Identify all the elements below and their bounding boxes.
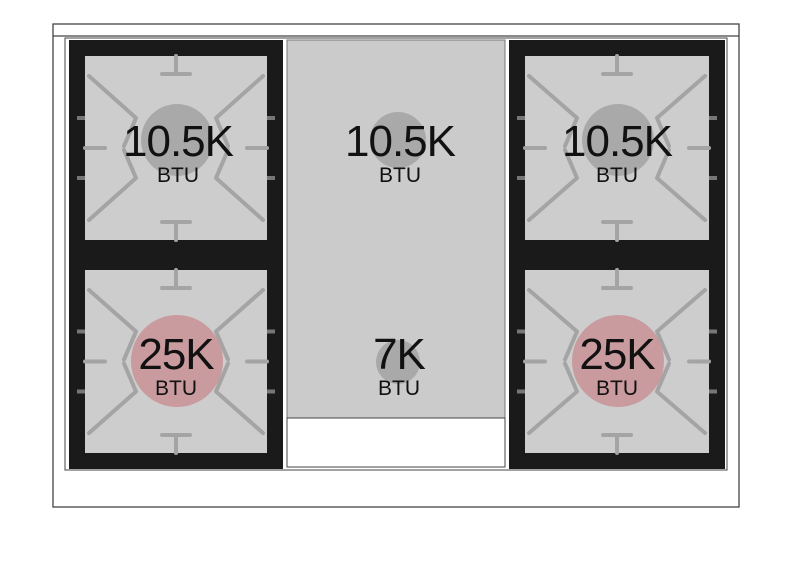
- burner-rating-right-rear: 10.5K: [562, 117, 673, 166]
- grate-arm-left-rear-3: [214, 148, 265, 222]
- grate-notch-right-rear-l0: [517, 116, 525, 120]
- grate-arm-left-front-2: [87, 361, 138, 435]
- burner-rating-left-rear: 10.5K: [123, 117, 234, 166]
- grate-notch-left-rear-r1: [267, 176, 275, 180]
- grate-arm-left-front-3: [214, 361, 265, 435]
- grate-notch-left-front-r1: [267, 389, 275, 394]
- grate-arm-left-front-0: [87, 288, 138, 362]
- grate-arm-right-front-3: [655, 361, 707, 435]
- burner-rating-right-front: 25K: [579, 330, 655, 379]
- grate-notch-right-front-l0: [517, 329, 525, 334]
- burner-cap-center-front: [376, 340, 420, 384]
- grate-arm-right-front-0: [527, 288, 579, 362]
- grate-notch-left-rear-r0: [267, 116, 275, 120]
- burner-label-right-front: 25K BTU: [517, 330, 717, 400]
- grate-notch-right-rear-r1: [709, 176, 717, 180]
- burner-label-left-front: 25K BTU: [76, 330, 276, 400]
- grate-notch-left-front-l1: [77, 389, 85, 394]
- burner-cap-center-rear: [370, 112, 426, 168]
- burner-rating-left-front: 25K: [138, 330, 214, 379]
- burner-unit-center-rear: BTU: [379, 164, 421, 187]
- grate-arm-left-rear-1: [214, 74, 265, 148]
- burner-label-center-front: 7K BTU: [299, 330, 499, 400]
- burner-unit-left-rear: BTU: [157, 164, 199, 187]
- grate-notch-right-front-r1: [709, 389, 717, 394]
- grate-notch-left-rear-l1: [77, 176, 85, 180]
- grate-arm-right-rear-3: [655, 148, 707, 222]
- grate-arm-left-front-1: [214, 288, 265, 362]
- burner-cap-left-rear: [141, 104, 213, 176]
- grate-notch-left-front-r0: [267, 329, 275, 334]
- grate-arm-right-front-2: [527, 361, 579, 435]
- burner-unit-right-rear: BTU: [596, 164, 638, 187]
- burner-unit-left-front: BTU: [155, 377, 197, 400]
- grate-arm-left-rear-2: [87, 148, 138, 222]
- burner-unit-right-front: BTU: [596, 377, 638, 400]
- grate-notch-left-front-l0: [77, 329, 85, 334]
- burner-label-center-rear: 10.5K BTU: [300, 117, 500, 187]
- grate-notch-right-rear-l1: [517, 176, 525, 180]
- grate-arm-right-rear-0: [527, 74, 579, 148]
- grate-notch-right-rear-r0: [709, 116, 717, 120]
- grate-notch-right-front-l1: [517, 389, 525, 394]
- burner-cap-left-front: [131, 315, 223, 407]
- burner-label-left-rear: 10.5K BTU: [78, 117, 278, 187]
- burner-cap-right-rear: [582, 104, 654, 176]
- burner-label-right-rear: 10.5K BTU: [517, 117, 717, 187]
- burner-unit-center-front: BTU: [378, 377, 420, 400]
- burner-rating-center-front: 7K: [373, 330, 426, 379]
- grate-notch-left-rear-l0: [77, 116, 85, 120]
- grate-notch-right-front-r0: [709, 329, 717, 334]
- burner-rating-center-rear: 10.5K: [345, 117, 456, 166]
- grate-arm-right-rear-1: [655, 74, 707, 148]
- grate-arm-left-rear-0: [87, 74, 138, 148]
- grate-arm-right-rear-2: [527, 148, 579, 222]
- griddle-front-panel: [286, 417, 506, 468]
- burner-cap-right-front: [572, 315, 664, 407]
- grate-arm-right-front-1: [655, 288, 707, 362]
